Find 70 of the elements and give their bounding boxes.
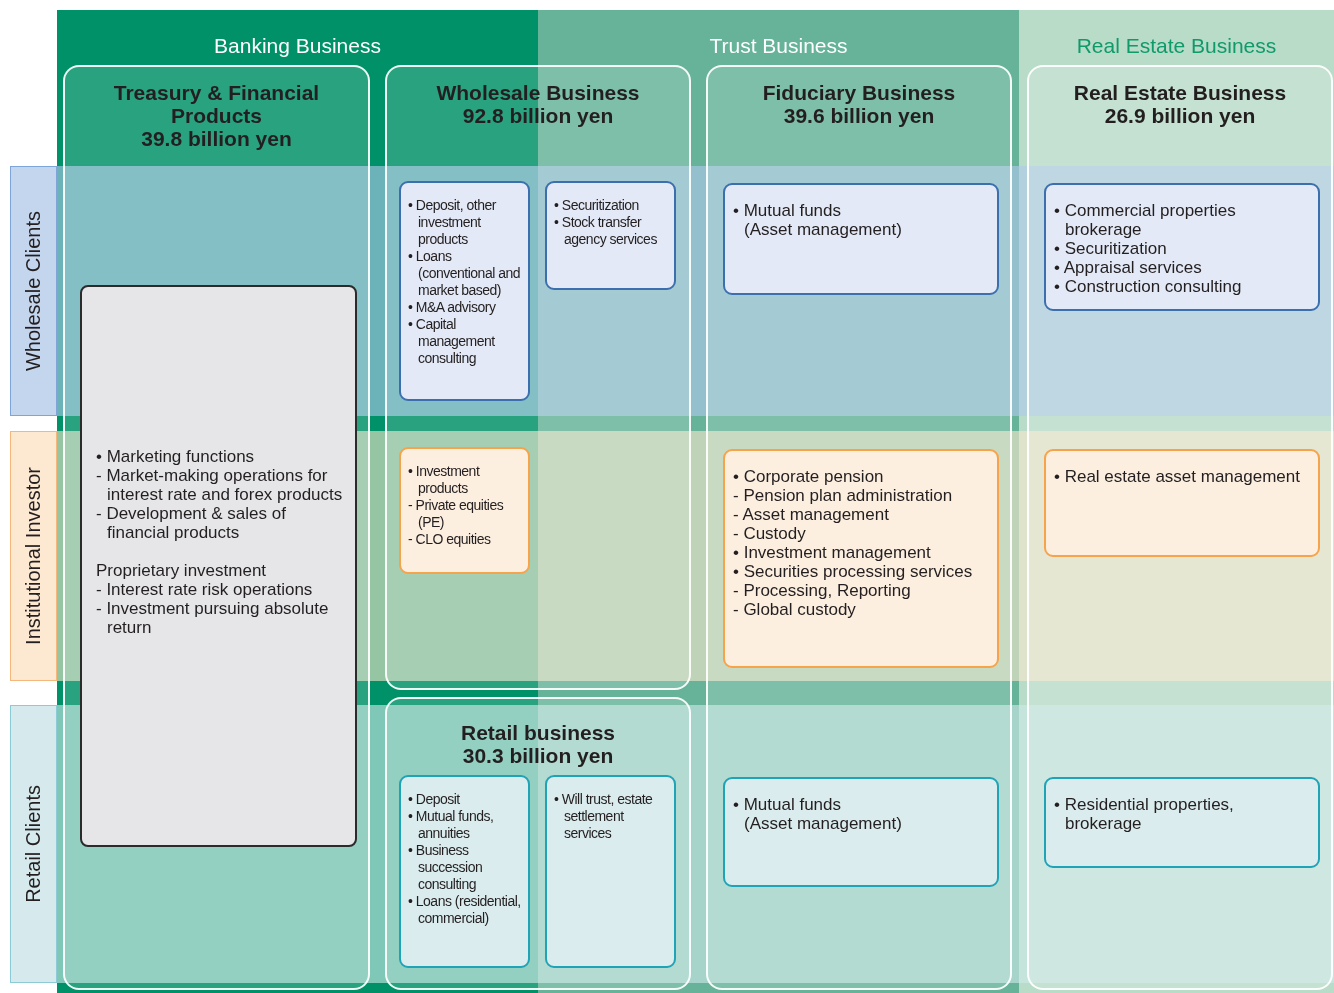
list-item: • Securitization [1054, 239, 1168, 258]
list-item: • Mutual funds [733, 795, 842, 814]
list-item: • Corporate pension [733, 467, 885, 486]
list-item: • Loans (residential, commercial) [408, 893, 522, 927]
service-box [399, 775, 530, 968]
card-title: Fiduciary Business [761, 81, 957, 104]
list-item: • Appraisal services [1054, 258, 1203, 277]
list-item: • Residential properties, brokerage [1054, 795, 1235, 833]
row-label-box [10, 705, 57, 983]
row-label-box [10, 431, 57, 681]
service-box [545, 181, 676, 290]
row-label: Institutional Investor [22, 467, 45, 645]
list-item: Proprietary investment [96, 561, 268, 580]
list-item: - Pension plan administration [733, 486, 954, 505]
row-label-box [10, 166, 57, 416]
list-item: • Securitization [554, 197, 640, 214]
list-item: • Construction consulting [1054, 277, 1243, 296]
list-item: • Mutual funds [733, 201, 842, 220]
band-title: Banking Business [213, 34, 382, 58]
list-item: • Investment management [733, 543, 932, 562]
list-item: • Investment products [408, 463, 481, 497]
list-item: • Deposit [408, 791, 461, 808]
row-label: Retail Clients [22, 785, 45, 903]
list-item: (Asset management) [743, 220, 903, 239]
service-box [723, 777, 999, 887]
business-card [63, 65, 370, 990]
band-title: Real Estate Business [1075, 34, 1278, 58]
list-item: - Interest rate risk operations [96, 580, 314, 599]
list-item: - Investment pursuing absolute return [96, 599, 330, 637]
service-box [399, 181, 530, 401]
service-box [545, 775, 676, 968]
list-item: - Asset management [733, 505, 890, 524]
list-item: • Securities processing services [733, 562, 974, 581]
card-title: Retail business [459, 721, 617, 744]
card-amount: 39.6 billion yen [782, 104, 936, 127]
service-box [399, 447, 530, 574]
list-item: • Real estate asset management [1054, 467, 1301, 486]
list-item: • Commercial properties brokerage [1054, 201, 1237, 239]
service-box [1044, 449, 1320, 557]
business-card [706, 65, 1012, 990]
list-item: • M&A advisory [408, 299, 497, 316]
band-title: Trust Business [708, 34, 849, 58]
list-item: • Loans (conventional and market based) [408, 248, 522, 299]
row-label: Wholesale Clients [22, 210, 45, 372]
list-item: • Deposit, other investment products [408, 197, 498, 248]
list-item: • Mutual funds, annuities [408, 808, 495, 842]
card-amount: 92.8 billion yen [461, 104, 615, 127]
card-amount: 26.9 billion yen [1103, 104, 1257, 127]
service-box [1044, 183, 1320, 311]
card-title: Treasury & Financial Products [112, 81, 321, 127]
service-box [1044, 777, 1320, 868]
list-item: - CLO equities [408, 531, 492, 548]
list-item: • Business succession consulting [408, 842, 484, 893]
list-item: - Custody [733, 524, 807, 543]
list-item: - Private equities (PE) [408, 497, 505, 531]
list-item: - Market-making operations for interest rate and forex products [96, 466, 344, 504]
card-title: Real Estate Business [1072, 81, 1288, 104]
service-panel [80, 285, 357, 847]
list-item: • Capital management consulting [408, 316, 496, 367]
list-item: - Development & sales of financial products [96, 504, 287, 542]
service-box [723, 183, 999, 295]
list-item: (Asset management) [743, 814, 903, 833]
card-amount: 30.3 billion yen [461, 744, 615, 767]
list-item: • Marketing functions [96, 447, 256, 466]
service-box [723, 449, 999, 668]
list-item: • Stock transfer agency services [554, 214, 658, 248]
list-item: - Processing, Reporting [733, 581, 912, 600]
list-item: - Global custody [733, 600, 857, 619]
card-amount: 39.8 billion yen [140, 127, 293, 150]
list-item: • Will trust, estate settlement services [554, 791, 654, 842]
